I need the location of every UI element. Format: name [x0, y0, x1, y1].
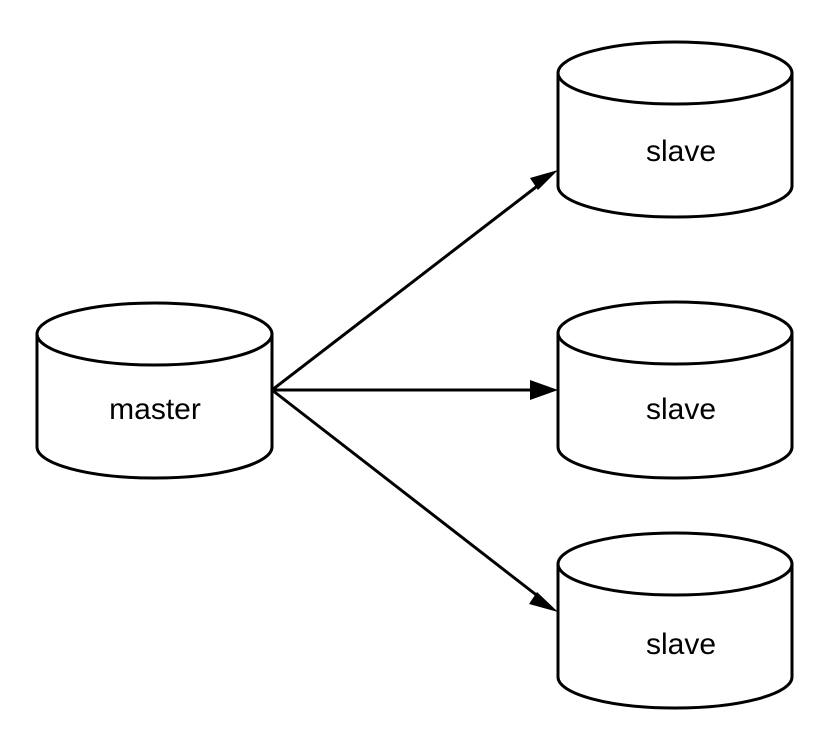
cylinder-icon: [556, 300, 794, 480]
node-label-master: master: [109, 393, 201, 426]
edge-line: [271, 388, 540, 599]
arrowhead-icon: [530, 170, 558, 190]
edge-master-slave-3[interactable]: [271, 388, 558, 612]
arrowhead-icon: [530, 380, 558, 400]
arrowhead-icon: [529, 592, 558, 612]
node-master[interactable]: master: [35, 301, 274, 480]
cylinder-top-ellipse-icon: [35, 332, 274, 367]
edge-line: [271, 182, 541, 392]
edge-master-slave-2[interactable]: [272, 380, 558, 400]
edge-master-slave-1[interactable]: [271, 170, 558, 392]
node-slave-1[interactable]: slave: [556, 40, 794, 219]
node-label-slave-2: slave: [646, 393, 716, 426]
node-label-slave-1: slave: [646, 135, 716, 168]
cylinder-top-ellipse-icon: [556, 71, 794, 106]
node-slave-3[interactable]: slave: [556, 531, 794, 710]
node-label-slave-3: slave: [646, 628, 716, 661]
cylinder-icon: [556, 40, 794, 219]
cylinder-icon: [35, 301, 274, 480]
cylinder-top-ellipse-icon: [556, 331, 794, 366]
node-slave-2[interactable]: slave: [556, 300, 794, 480]
cylinder-top-ellipse-icon: [556, 562, 794, 597]
cylinder-icon: [556, 531, 794, 710]
